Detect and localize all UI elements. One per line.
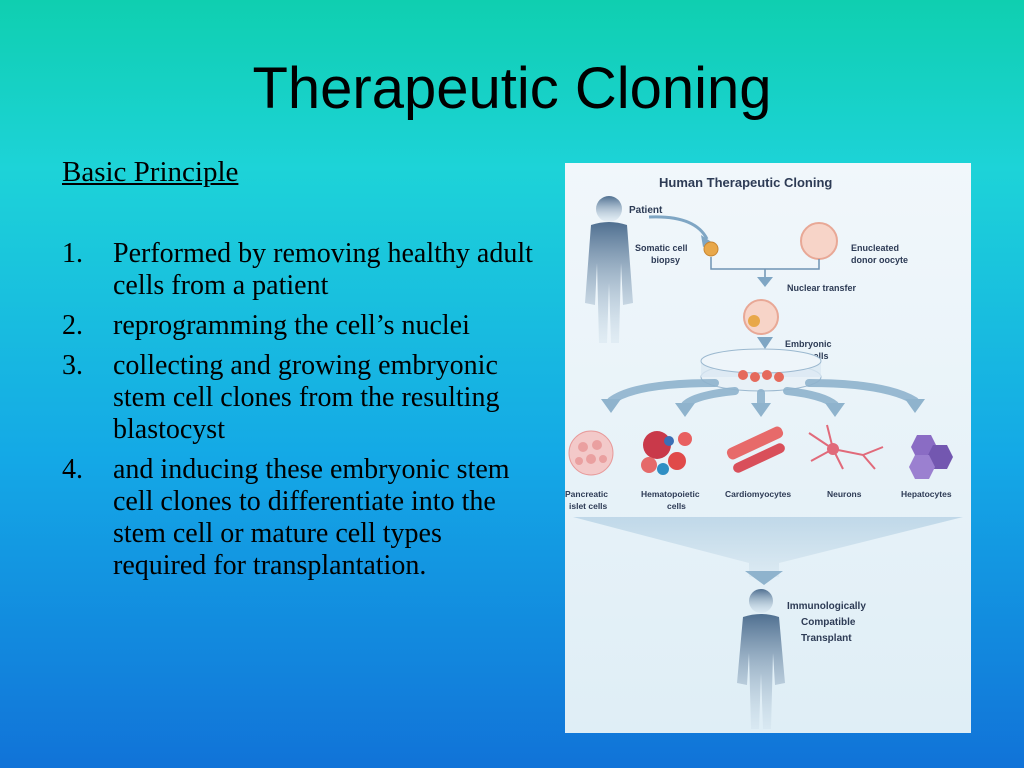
fused-cell bbox=[743, 299, 779, 335]
enucleated-label-1: Enucleated bbox=[851, 243, 899, 253]
somatic-label-2: biopsy bbox=[651, 255, 680, 265]
patient-label: Patient bbox=[629, 205, 663, 216]
embryonic-label-1: Embryonic bbox=[785, 339, 832, 349]
step-text: reprogramming the cell’s nuclei bbox=[113, 310, 470, 341]
nuclear-transfer-label: Nuclear transfer bbox=[787, 283, 857, 293]
step-number: 1. bbox=[62, 238, 83, 269]
somatic-label-1: Somatic cell bbox=[635, 243, 688, 253]
pancreatic-label-1: Pancreatic bbox=[565, 489, 608, 499]
neurons bbox=[808, 424, 884, 470]
figure-title: Human Therapeutic Cloning bbox=[659, 175, 832, 190]
transplant-silhouette bbox=[737, 589, 785, 729]
subheading: Basic Principle bbox=[62, 156, 239, 188]
transplant-label-1: Immunologically bbox=[787, 601, 866, 612]
step-text: and inducing these embryonic stem cell c… bbox=[113, 454, 510, 581]
step-item: 3. collecting and growing embryonic stem … bbox=[62, 350, 542, 446]
oocyte bbox=[800, 222, 838, 260]
hepato-label: Hepatocytes bbox=[901, 489, 952, 499]
petri-dish bbox=[700, 348, 822, 392]
step-number: 3. bbox=[62, 350, 83, 381]
hematopoietic-cells bbox=[641, 431, 692, 475]
enucleated-label-2: donor oocyte bbox=[851, 255, 908, 265]
pancreatic-cells bbox=[568, 430, 614, 476]
steps-list: 1. Performed by removing healthy adult ce… bbox=[62, 238, 542, 590]
pancreatic-label-2: islet cells bbox=[569, 501, 608, 511]
slide-title: Therapeutic Cloning bbox=[252, 56, 772, 121]
step-item: 2. reprogramming the cell’s nuclei bbox=[62, 310, 542, 342]
neurons-label: Neurons bbox=[827, 489, 862, 499]
hemato-label-2: cells bbox=[667, 501, 686, 511]
patient-silhouette bbox=[585, 196, 633, 343]
funnel-arrow bbox=[573, 517, 963, 577]
step-item: 1. Performed by removing healthy adult ce… bbox=[62, 238, 542, 302]
cardiomyocytes bbox=[726, 426, 785, 473]
cardio-label: Cardiomyocytes bbox=[725, 489, 791, 499]
step-number: 2. bbox=[62, 310, 83, 341]
step-item: 4. and inducing these embryonic stem cell… bbox=[62, 454, 542, 582]
transplant-label-2: Compatible bbox=[801, 617, 856, 628]
cloning-diagram: Human Therapeutic Cloning Patient Somati… bbox=[565, 163, 971, 733]
step-number: 4. bbox=[62, 454, 83, 485]
step-text: collecting and growing embryonic stem ce… bbox=[113, 350, 500, 445]
hepatocytes bbox=[909, 435, 953, 479]
somatic-cell bbox=[703, 241, 719, 257]
step-text: Performed by removing healthy adult cell… bbox=[113, 238, 533, 301]
hemato-label-1: Hematopoietic bbox=[641, 489, 700, 499]
transplant-label-3: Transplant bbox=[801, 633, 852, 644]
